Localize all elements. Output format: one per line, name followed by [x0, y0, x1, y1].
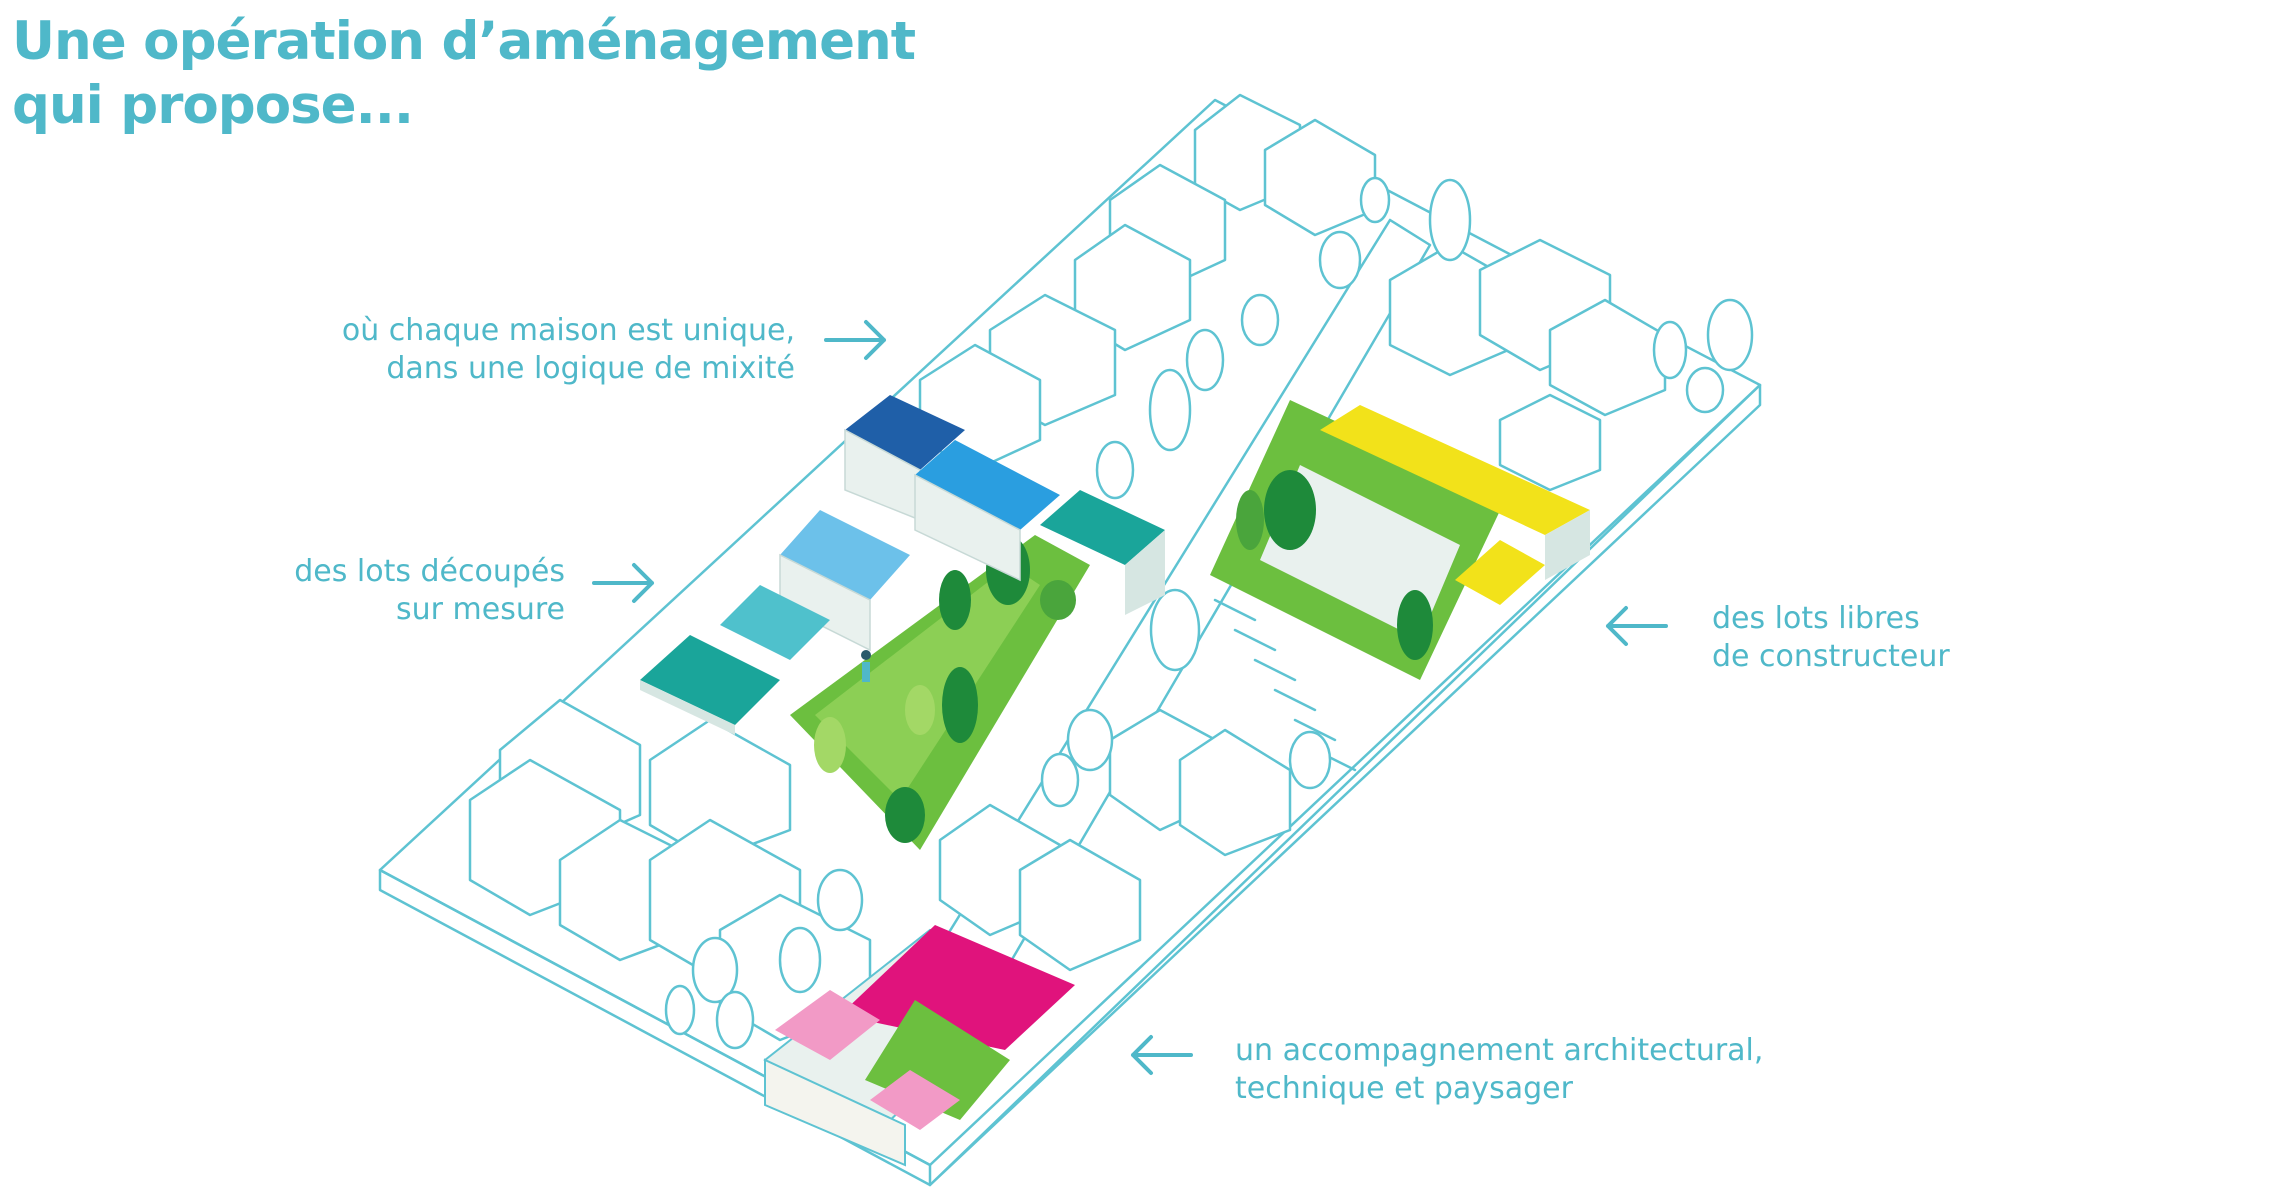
arrow-left-icon	[1131, 1035, 1193, 1075]
label-unique-line-1: où chaque maison est unique,	[341, 313, 795, 348]
mixed-houses	[640, 395, 1165, 735]
outline-trees	[664, 176, 1754, 1050]
magenta-lot	[763, 925, 1075, 1167]
label-libres-line-1: des lots libres	[1712, 601, 1920, 636]
label-mesure-line-1: des lots découpés	[294, 554, 565, 589]
person-figure	[861, 650, 871, 682]
arrow-right-icon	[824, 320, 886, 360]
arrow-right-icon	[592, 563, 654, 603]
label-mesure-line-2: sur mesure	[396, 592, 565, 627]
label-unique-line-2: dans une logique de mixité	[386, 351, 795, 386]
label-support: un accompagnement architectural, techniq…	[1235, 1032, 1795, 1108]
central-green-lot	[790, 535, 1090, 850]
label-custom-lots: des lots découpés sur mesure	[250, 553, 565, 629]
label-free-lots: des lots libres de constructeur	[1712, 600, 2032, 676]
title-line-1: Une opération d’aménagement	[12, 11, 916, 72]
label-unique-houses: où chaque maison est unique, dans une lo…	[300, 312, 795, 388]
title-line-2: qui propose...	[12, 75, 414, 136]
label-libres-line-2: de constructeur	[1712, 639, 1950, 674]
yellow-lot	[1210, 400, 1590, 680]
label-support-line-1: un accompagnement architectural,	[1235, 1033, 1764, 1068]
page-title: Une opération d’aménagement qui propose.…	[12, 10, 916, 138]
arrow-left-icon	[1606, 606, 1668, 646]
label-support-line-2: technique et paysager	[1235, 1071, 1573, 1106]
